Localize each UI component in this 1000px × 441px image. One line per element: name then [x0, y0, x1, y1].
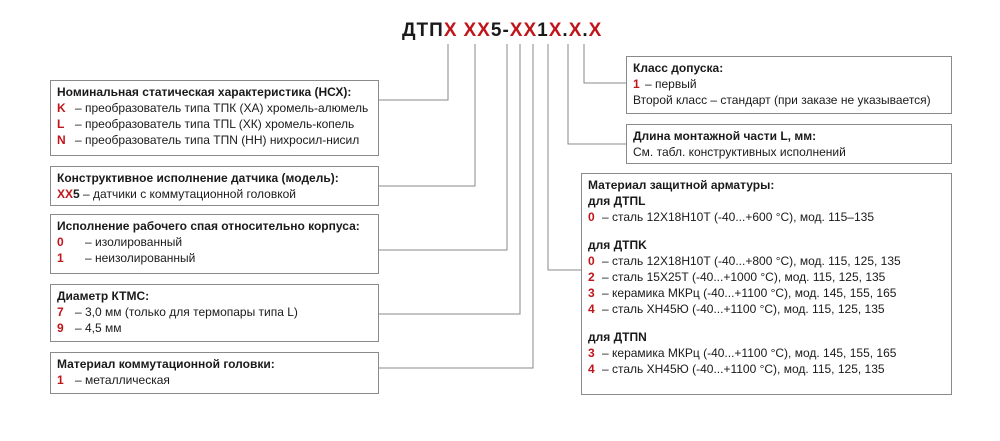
armor-dtpk-item-2: 2– сталь 15Х25Т (-40...+1000 °С), мод. 1… — [588, 270, 886, 284]
armor-group-dtpn: для ДТПN — [588, 330, 647, 344]
model-item: XX5 – датчики с коммутационной головкой — [57, 187, 296, 201]
code-part: X — [548, 20, 563, 41]
code-part: . — [582, 20, 589, 41]
model-box: Конструктивное исполнение датчика (модел… — [50, 166, 379, 206]
armor-group-dtpk: для ДТПK — [588, 238, 647, 252]
tolerance-box: Класс допуска: 1– первый Второй класс – … — [626, 56, 952, 114]
armor-dtpn-item-3: 3– керамика МКРц (-40...+1100 °С), мод. … — [588, 346, 897, 360]
tolerance-title: Класс допуска: — [633, 61, 724, 75]
code-part: X — [568, 20, 583, 41]
armor-dtpk-item-0: 0– сталь 12Х18Н10Т (-40...+800 °С), мод.… — [588, 254, 901, 268]
armor-dtpk-item-4: 4– сталь ХН45Ю (-40...+1100 °С), мод. 11… — [588, 302, 885, 316]
junction-box: Исполнение рабочего спая относительно ко… — [50, 214, 379, 274]
code-part: X — [588, 20, 603, 41]
code-part: 1 — [537, 20, 549, 41]
model-title: Конструктивное исполнение датчика (модел… — [57, 171, 339, 185]
code-part: X — [523, 20, 538, 41]
tolerance-note: Второй класс – стандарт (при заказе не у… — [633, 93, 931, 107]
code-part: ДТП — [402, 20, 444, 41]
code-part: X — [443, 20, 458, 41]
head-box: Материал коммутационной головки: 1– мета… — [50, 352, 379, 394]
head-title: Материал коммутационной головки: — [57, 357, 275, 371]
diameter-title: Диаметр КТМС: — [57, 289, 150, 303]
code-part: 5 — [490, 20, 503, 41]
nsx-item-l: L– преобразователь типа ТПL (ХК) хромель… — [57, 117, 355, 131]
junction-title: Исполнение рабочего спая относительно ко… — [57, 219, 360, 233]
armor-dtpl-item-0: 0– сталь 12Х18Н10Т (-40...+600 °С), мод.… — [588, 210, 874, 224]
tolerance-item-1: 1– первый — [633, 77, 697, 91]
junction-item-1: 1– неизолированный — [57, 251, 196, 265]
code-part: X — [509, 20, 524, 41]
code-part: XX — [463, 20, 491, 41]
order-code: ДТПX XX5-XX1X.X.X — [402, 20, 602, 42]
nsx-box: Номинальная статическая характеристика (… — [50, 80, 379, 156]
junction-item-0: 0– изолированный — [57, 235, 183, 249]
diameter-item-9: 9– 4,5 мм — [57, 321, 122, 335]
armor-group-dtpl: для ДТПL — [588, 194, 646, 208]
diameter-item-7: 7– 3,0 мм (только для термопары типа L) — [57, 305, 298, 319]
armor-dtpk-item-3: 3– керамика МКРц (-40...+1100 °С), мод. … — [588, 286, 897, 300]
length-box: Длина монтажной части L, мм: См. табл. к… — [626, 124, 952, 164]
diameter-box: Диаметр КТМС: 7– 3,0 мм (только для терм… — [50, 284, 379, 342]
nsx-title: Номинальная статическая характеристика (… — [57, 85, 352, 99]
armor-title: Материал защитной арматуры: — [588, 178, 775, 192]
code-part: - — [502, 20, 510, 41]
length-title: Длина монтажной части L, мм: — [633, 129, 817, 143]
nsx-item-k: K– преобразователь типа ТПК (ХА) хромель… — [57, 101, 369, 115]
nsx-item-n: N– преобразователь типа ТПN (НН) нихроси… — [57, 133, 360, 147]
armor-dtpn-item-4: 4– сталь ХН45Ю (-40...+1100 °С), мод. 11… — [588, 362, 885, 376]
length-text: См. табл. конструктивных исполнений — [633, 145, 846, 159]
armor-box: Материал защитной арматуры: для ДТПL 0– … — [581, 173, 952, 395]
head-item-1: 1– металлическая — [57, 373, 170, 387]
code-part: . — [562, 20, 569, 41]
